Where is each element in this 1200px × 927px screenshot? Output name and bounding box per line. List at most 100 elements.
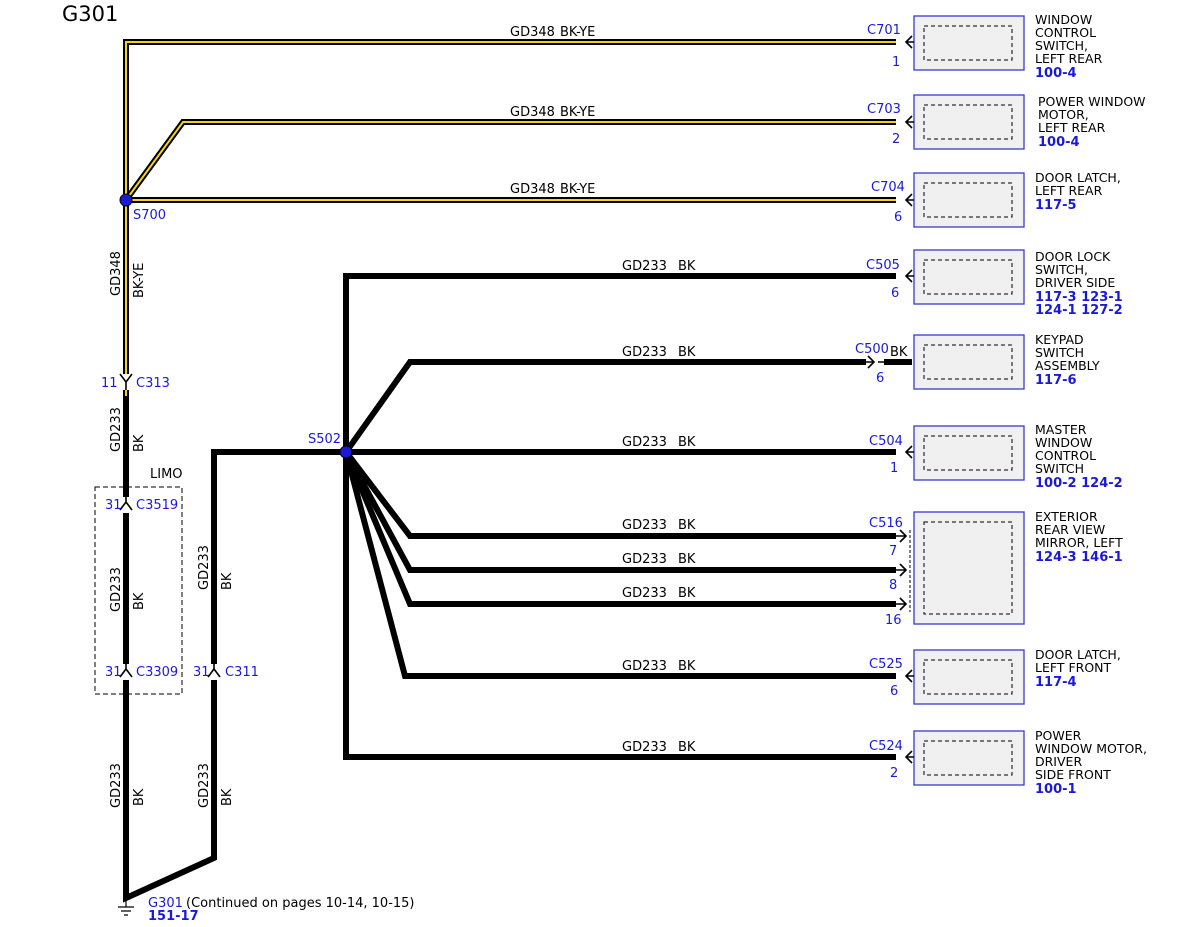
component-ref-link[interactable]: 117-3 123-1 — [1035, 290, 1123, 305]
component-desc-line: ASSEMBLY — [1035, 358, 1100, 373]
wire-label-color: BK — [678, 586, 696, 601]
component-c704[interactable]: C704 6 DOOR LATCH, LEFT REAR 117-5 — [871, 170, 1121, 228]
connector-pin: 6 — [894, 210, 902, 225]
component-desc-line: EXTERIOR — [1035, 509, 1098, 524]
component-desc-line: CONTROL — [1035, 448, 1096, 463]
component-desc-line: SWITCH — [1035, 345, 1084, 360]
wire-label-color: BK — [132, 788, 147, 806]
connector-label: C516 — [869, 516, 903, 531]
component-ref-link[interactable]: 117-4 — [1035, 675, 1077, 690]
connector-pin: 16 — [885, 613, 902, 628]
component-desc-line: LEFT REAR — [1035, 183, 1103, 198]
gd233-wire-c505 — [343, 273, 896, 452]
component-desc-line: POWER — [1035, 728, 1082, 743]
gd233-wire-c516-8 — [343, 450, 896, 573]
component-desc-line: MOTOR, — [1038, 107, 1089, 122]
page-title: G301 — [62, 2, 118, 26]
component-ref-link[interactable]: 100-4 — [1038, 135, 1080, 150]
component-c504[interactable]: C504 1 MASTER WINDOW CONTROL SWITCH 100-… — [869, 422, 1123, 491]
inline-connector-c311[interactable]: 31 C311 — [193, 664, 259, 680]
wire-label-circuit: GD233 — [622, 345, 667, 360]
inline-connector-c3309[interactable]: 31 C3309 — [105, 664, 178, 680]
connector-pin: 6 — [891, 286, 899, 301]
component-ref-link[interactable]: 100-4 — [1035, 66, 1077, 81]
connector-label: C500 — [855, 342, 889, 357]
component-desc-line: LEFT REAR — [1035, 51, 1103, 66]
wire-label-circuit: GD233 — [622, 259, 667, 274]
ground-note: (Continued on pages 10-14, 10-15) — [186, 896, 415, 911]
connector-pin: 7 — [889, 544, 897, 559]
component-desc-line: LEFT REAR — [1038, 120, 1106, 135]
wire-label-color: BK — [220, 572, 235, 590]
wire-label-circuit: GD348 — [510, 105, 555, 120]
component-desc-line: WINDOW — [1035, 435, 1092, 450]
component-c701[interactable]: C701 1 WINDOW CONTROL SWITCH, LEFT REAR … — [867, 12, 1103, 81]
splice-s700[interactable] — [119, 193, 133, 207]
gd233-wire-left-trunk — [123, 396, 346, 903]
wire-label-circuit: GD233 — [109, 763, 124, 808]
connector-pin: 31 — [193, 665, 210, 680]
component-ref-link[interactable]: 124-1 127-2 — [1035, 303, 1123, 318]
wire-label-circuit: GD233 — [622, 518, 667, 533]
connector-pin: 1 — [890, 461, 898, 476]
wire-label-circuit: GD233 — [622, 740, 667, 755]
component-c525[interactable]: C525 6 DOOR LATCH, LEFT FRONT 117-4 — [869, 647, 1121, 705]
component-desc-line: DRIVER SIDE — [1035, 275, 1115, 290]
wire-label-circuit: GD348 — [510, 182, 555, 197]
ground-ref-link[interactable]: 151-17 — [148, 909, 199, 924]
gd233-wire-c524 — [343, 452, 896, 760]
limo-label: LIMO — [150, 467, 183, 482]
inline-connector-c3519[interactable]: 31 C3519 — [105, 497, 178, 513]
component-desc-line: SWITCH — [1035, 461, 1084, 476]
connector-label: C3519 — [136, 498, 178, 513]
component-desc-line: DOOR LATCH, — [1035, 170, 1121, 185]
gd233-wire-c500 — [343, 359, 866, 454]
component-c500[interactable]: C500 BK 6 KEYPAD SWITCH ASSEMBLY 117-6 — [855, 332, 1100, 390]
component-ref-link[interactable]: 117-5 — [1035, 198, 1077, 213]
wire-label-circuit: GD233 — [197, 545, 212, 590]
connector-label: C525 — [869, 657, 903, 672]
component-ref-link[interactable]: 124-3 146-1 — [1035, 550, 1123, 565]
component-desc-line: SIDE FRONT — [1035, 767, 1111, 782]
wire-label-color: BK — [678, 435, 696, 450]
wire-label-circuit: GD233 — [109, 407, 124, 452]
splice-s502[interactable] — [339, 445, 353, 459]
wire-label-color: BK — [678, 345, 696, 360]
splice-s700-label: S700 — [133, 208, 166, 223]
gd348-wire-group — [123, 39, 896, 396]
connector-pin: 1 — [892, 55, 900, 70]
wire-label-color: BK-YE — [132, 263, 147, 298]
ground-icon — [118, 898, 134, 916]
component-ref-link[interactable]: 100-2 124-2 — [1035, 476, 1123, 491]
ground-label: G301 — [148, 896, 183, 911]
connector-pin: 31 — [105, 665, 122, 680]
connector-label: C313 — [136, 376, 170, 391]
gd233-wire-c525 — [343, 451, 896, 679]
component-desc-line: REAR VIEW — [1035, 522, 1105, 537]
connector-pin: 31 — [105, 498, 122, 513]
ground-g301[interactable]: G301 151-17 (Continued on pages 10-14, 1… — [118, 896, 415, 924]
connector-pin: 8 — [889, 578, 897, 593]
wire-label-circuit: GD233 — [197, 763, 212, 808]
wire-label-color: BK — [132, 434, 147, 452]
connector-label: C504 — [869, 434, 903, 449]
component-ref-link[interactable]: 100-1 — [1035, 782, 1077, 797]
connector-label: C524 — [869, 739, 903, 754]
component-ref-link[interactable]: 117-6 — [1035, 373, 1077, 388]
inline-connector-c313[interactable]: 11 C313 — [101, 373, 170, 391]
wire-label-circuit: GD348 — [109, 251, 124, 296]
component-c524[interactable]: C524 2 POWER WINDOW MOTOR, DRIVER SIDE F… — [869, 728, 1147, 797]
wire-label-circuit: GD348 — [510, 25, 555, 40]
wire-label-color: BK — [678, 740, 696, 755]
component-c505[interactable]: C505 6 DOOR LOCK SWITCH, DRIVER SIDE 117… — [866, 249, 1123, 318]
component-c703[interactable]: C703 2 POWER WINDOW MOTOR, LEFT REAR 100… — [867, 94, 1146, 150]
connector-label: C3309 — [136, 665, 178, 680]
connector-label: C703 — [867, 102, 901, 117]
wire-label-color: BK — [678, 659, 696, 674]
component-c516[interactable]: C516 7 8 16 EXTERIOR REAR VIEW MIRROR, L… — [869, 509, 1123, 628]
connector-label: C311 — [225, 665, 259, 680]
pigtail-color-label: BK — [890, 345, 908, 360]
wire-label-circuit: GD233 — [622, 552, 667, 567]
wire-label-color: BK-YE — [560, 105, 595, 120]
